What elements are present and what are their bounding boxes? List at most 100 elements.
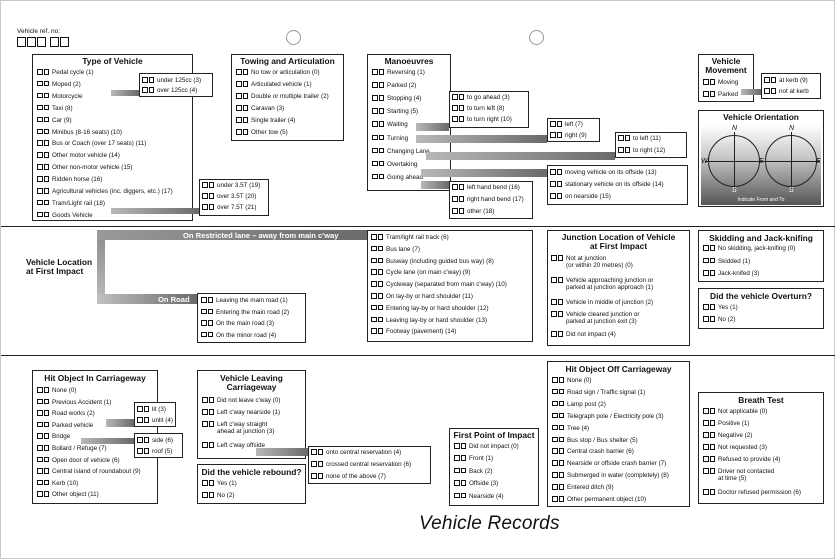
rebound-checkbox-0[interactable]: Yes (1) [202,480,237,487]
hit-object-off-checkbox-9[interactable]: Entered ditch (9) [552,484,614,491]
vehicle-type-checkbox-10[interactable]: Agricultural vehicles (inc. diggers, etc… [37,188,173,195]
vehicle-type-checkbox-12[interactable]: Goods Vehicle [37,211,93,219]
rebound-checkbox-1[interactable]: No (2) [202,492,235,499]
hit-object-off-checkbox-5[interactable]: Bus stop / Bus shelter (5) [552,436,638,444]
hit-object-off-checkbox-0[interactable]: None (0) [552,377,592,384]
skidding-checkbox-0[interactable]: No skidding, jack-knifing (0) [703,245,795,252]
hit-object-in-checkbox-8[interactable]: Kerb (10) [37,479,78,487]
hit-object-off-checkbox-8[interactable]: Submerged in water (completely) (8) [552,472,669,479]
checkbox-on-nearside[interactable]: on nearside (15) [550,193,611,200]
towing-checkbox-1[interactable]: Articulated vehicle (1) [236,81,312,88]
restricted-lane-checkbox-4[interactable]: Cycleway (separated from main c'way) (10… [371,281,507,288]
first-impact-checkbox-1[interactable]: Front (1) [454,455,493,462]
checkbox-to-go-ahead[interactable]: to go ahead (3) [452,94,510,101]
manoeuvre-checkbox-7[interactable]: Overtaking [372,160,417,168]
checkbox-over-7-5t[interactable]: over 7.5T (21) [202,204,256,211]
hit-object-in-checkbox-1[interactable]: Previous Accident (1) [37,398,112,406]
vehicle-type-checkbox-8[interactable]: Other non-motor vehicle (15) [37,164,133,171]
manoeuvre-checkbox-2[interactable]: Stopping (4) [372,95,421,102]
towing-checkbox-0[interactable]: No tow or articulation (0) [236,69,320,76]
vehicle-type-checkbox-5[interactable]: Minibus (8-16 seats) (10) [37,128,122,136]
hit-object-off-checkbox-7[interactable]: Nearside or offside crash barrier (7) [552,460,666,467]
breath-test-checkbox-7[interactable]: Doctor refused permission (6) [703,489,801,496]
first-impact-checkbox-3[interactable]: Offside (3) [454,480,498,487]
checkbox-moving-vehicle-offside[interactable]: moving vehicle on its offside (13) [550,169,657,176]
checkbox-at-kerb[interactable]: at kerb (9) [764,77,808,84]
overturn-checkbox-0[interactable]: Yes (1) [703,304,738,311]
checkbox-onto-central-reservation[interactable]: onto central reservation (4) [311,449,401,456]
manoeuvre-checkbox-5[interactable]: Turning [372,134,408,142]
checkbox-turning-left[interactable]: left (7) [550,121,583,128]
hit-object-in-checkbox-3[interactable]: Parked vehicle [37,421,93,429]
hit-object-in-checkbox-0[interactable]: None (0) [37,387,77,394]
checkbox-to-turn-right[interactable]: to turn right (10) [452,116,512,123]
vehicle-leaving-checkbox-2[interactable]: Left c'way straight [202,421,267,428]
junction-checkbox-7[interactable]: Did not impact (4) [551,331,616,338]
vehicle-ref-boxes[interactable] [17,37,70,47]
towing-checkbox-5[interactable]: Other tow (5) [236,129,288,136]
hit-object-off-checkbox-4[interactable]: Tree (4) [552,424,589,432]
vehicle-type-checkbox-7[interactable]: Other motor vehicle (14) [37,152,120,159]
hit-object-in-checkbox-7[interactable]: Central island of roundabout (9) [37,468,141,475]
breath-test-checkbox-3[interactable]: Not requested (3) [703,444,767,451]
breath-test-checkbox-2[interactable]: Negative (2) [703,432,752,439]
junction-checkbox-2[interactable]: Vehicle approaching junction or [551,277,654,284]
on-road-checkbox-3[interactable]: On the minor road (4) [201,331,276,339]
junction-checkbox-4[interactable]: Vehicle in middle of junction (2) [551,299,653,306]
manoeuvre-checkbox-3[interactable]: Starting (5) [372,108,418,115]
skidding-checkbox-2[interactable]: Jack-knifed (3) [703,270,759,277]
towing-checkbox-4[interactable]: Single trailer (4) [236,117,295,124]
checkbox-to-turn-left[interactable]: to turn left (8) [452,105,504,112]
checkbox-stationary-vehicle-offside[interactable]: stationary vehicle on its offside (14) [550,181,664,188]
hit-object-off-checkbox-3[interactable]: Telegraph pole / Electricity pole (3) [552,412,664,420]
restricted-lane-checkbox-2[interactable]: Busway (including guided bus way) (8) [371,257,494,265]
breath-test-checkbox-0[interactable]: Not applicable (0) [703,408,767,415]
manoeuvre-checkbox-1[interactable]: Parked (2) [372,82,416,89]
restricted-lane-checkbox-8[interactable]: Footway (pavement) (14) [371,328,456,335]
first-impact-checkbox-2[interactable]: Back (2) [454,467,492,475]
first-impact-checkbox-0[interactable]: Did not impact (0) [454,443,519,450]
junction-checkbox-0[interactable]: Not at junction [551,255,606,262]
vehicle-leaving-checkbox-1[interactable]: Left c'way nearside (1) [202,409,280,416]
vehicle-type-checkbox-2[interactable]: Motorcycle [37,92,82,100]
orientation-dial-from[interactable] [705,132,763,190]
orientation-dial-to[interactable] [762,132,820,190]
vehicle-leaving-checkbox-0[interactable]: Did not leave c'way (0) [202,397,281,404]
on-road-checkbox-0[interactable]: Leaving the main road (1) [201,297,288,304]
first-impact-checkbox-4[interactable]: Nearside (4) [454,492,504,500]
restricted-lane-checkbox-5[interactable]: On lay-by or hard shoulder (11) [371,293,473,300]
checkbox-over-125cc[interactable]: over 125cc (4) [142,87,197,94]
manoeuvre-checkbox-8[interactable]: Going ahead [372,173,423,181]
checkbox-ahead-other[interactable]: other (18) [452,208,494,215]
hit-object-off-checkbox-2[interactable]: Lamp post (2) [552,400,606,408]
checkbox-lane-to-right[interactable]: to right (12) [618,147,665,154]
checkbox-roof[interactable]: roof (5) [137,448,172,455]
vehicle-leaving-checkbox-4[interactable]: Left c'way offside [202,442,265,449]
checkbox-crossed-central-reservation[interactable]: crossed central reservation (6) [311,461,411,468]
hit-object-in-checkbox-9[interactable]: Other object (11) [37,491,99,498]
hit-object-in-checkbox-6[interactable]: Open door of vehicle (6) [37,456,120,464]
checkbox-lane-to-left[interactable]: to left (11) [618,135,661,142]
on-road-checkbox-2[interactable]: On the main road (3) [201,320,274,327]
hit-object-off-checkbox-6[interactable]: Central crash barrier (6) [552,448,634,455]
hit-object-in-checkbox-4[interactable]: Bridge [37,433,70,440]
breath-test-checkbox-5[interactable]: Driver not contacted [703,468,774,475]
checkbox-under-3-5t[interactable]: under 3.5T (19) [202,182,260,189]
checkbox-unlit[interactable]: unlit (4) [137,417,173,424]
manoeuvre-checkbox-6[interactable]: Changing Lane [372,147,430,155]
vehicle-type-checkbox-11[interactable]: Tram/Light rail (18) [37,199,105,207]
manoeuvre-checkbox-0[interactable]: Reversing (1) [372,69,425,76]
vehicle-type-checkbox-9[interactable]: Ridden horse (16) [37,176,102,183]
hit-object-off-checkbox-10[interactable]: Other permanent object (10) [552,496,646,503]
checkbox-over-3-5t[interactable]: over 3.5T (20) [202,193,256,200]
checkbox-turning-right[interactable]: right (9) [550,132,587,139]
manoeuvre-checkbox-4[interactable]: Waiting [372,121,408,128]
vehicle-type-checkbox-3[interactable]: Taxi (8) [37,104,73,112]
checkbox-side[interactable]: side (6) [137,437,173,444]
checkbox-under-125cc[interactable]: under 125cc (3) [142,77,201,84]
checkbox-parked[interactable]: Parked [703,91,738,98]
overturn-checkbox-1[interactable]: No (2) [703,316,736,323]
restricted-lane-checkbox-1[interactable]: Bus lane (7) [371,245,420,253]
skidding-checkbox-1[interactable]: Skidded (1) [703,257,750,265]
restricted-lane-checkbox-0[interactable]: Tram/light rail track (6) [371,234,449,241]
